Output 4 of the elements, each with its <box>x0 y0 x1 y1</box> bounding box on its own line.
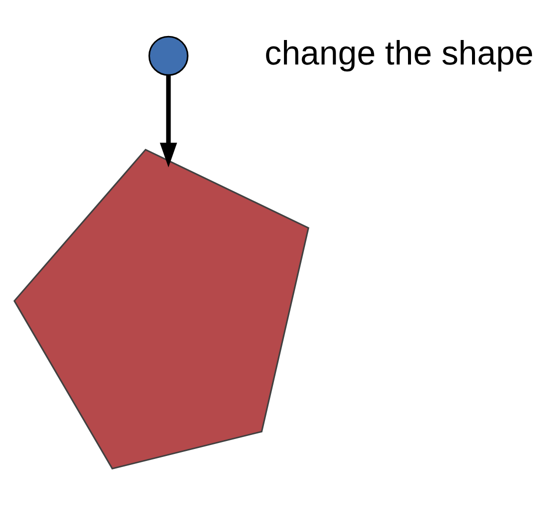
node-label: change the shape <box>264 34 534 72</box>
node-circle <box>148 36 188 76</box>
node-polygon <box>13 148 310 470</box>
arrow <box>160 75 178 168</box>
